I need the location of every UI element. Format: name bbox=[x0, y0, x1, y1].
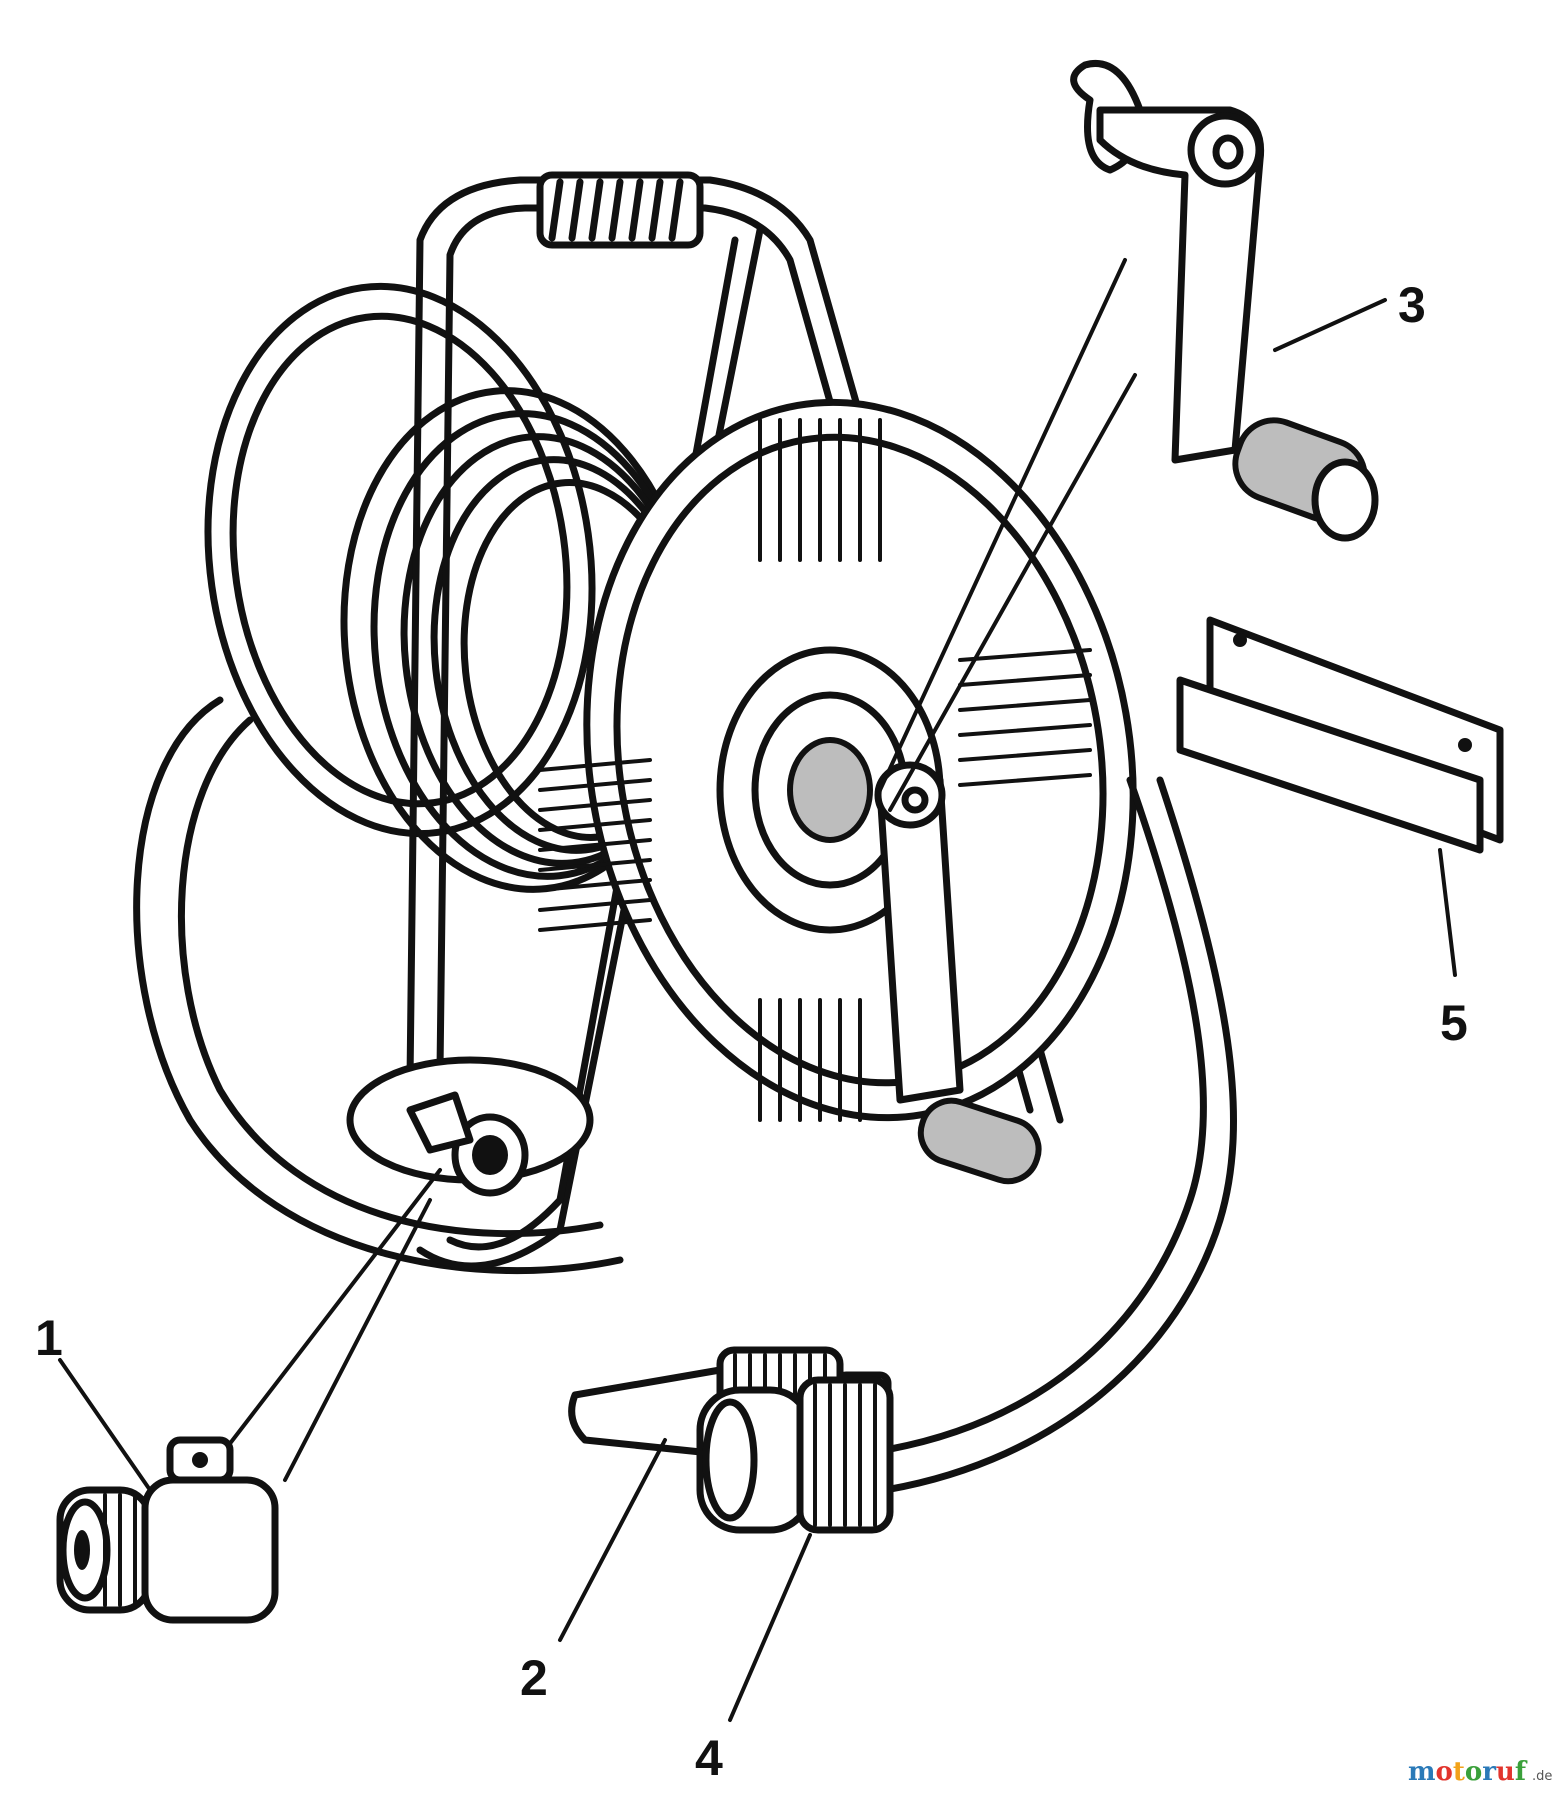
part-3-crank-handle bbox=[1070, 60, 1379, 542]
part-1-tap-connector bbox=[56, 1436, 279, 1624]
mounted-crank bbox=[874, 761, 1042, 1185]
part-4-hose-coupling bbox=[696, 776, 1237, 1534]
inlet-pointer-lines bbox=[223, 1168, 442, 1482]
callout-labels: 1 2 3 4 5 bbox=[35, 277, 1468, 1786]
watermark-letter: o bbox=[1465, 1757, 1482, 1787]
carry-frame bbox=[406, 171, 1064, 1270]
inlet-fitting bbox=[346, 1056, 594, 1197]
svg-text:motoruf: motoruf bbox=[1408, 1757, 1528, 1787]
watermark-letter: t bbox=[1453, 1757, 1465, 1787]
callout-1: 1 bbox=[35, 1310, 63, 1366]
hub-pointer-lines bbox=[878, 258, 1137, 812]
watermark-letter: u bbox=[1496, 1757, 1515, 1787]
watermark-motoruf-logo: motoruf .de bbox=[1408, 1757, 1552, 1787]
callout-3: 3 bbox=[1398, 277, 1426, 333]
callout-2: 2 bbox=[520, 1650, 548, 1706]
part-5-wall-bracket bbox=[1176, 616, 1504, 854]
watermark-suffix: .de bbox=[1532, 1769, 1552, 1784]
callout-leaders bbox=[58, 298, 1457, 1722]
hose-reel-assembly bbox=[133, 171, 1137, 1275]
watermark-letter: f bbox=[1515, 1757, 1528, 1787]
watermark-letter: r bbox=[1482, 1757, 1496, 1787]
watermark-letter: o bbox=[1436, 1757, 1453, 1787]
callout-5: 5 bbox=[1440, 995, 1468, 1051]
callout-4: 4 bbox=[695, 1730, 723, 1786]
frame-grip bbox=[536, 171, 704, 249]
watermark-letter: m bbox=[1408, 1757, 1436, 1787]
